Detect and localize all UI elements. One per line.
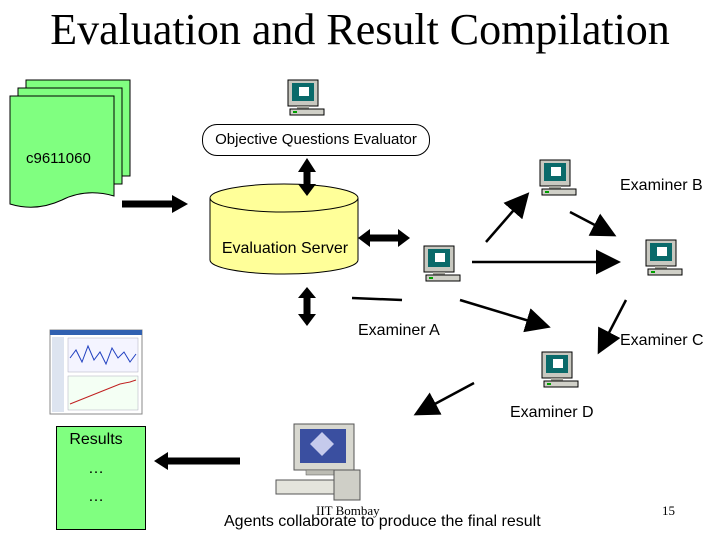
thin-arrows (351, 192, 628, 416)
examiner-a-label: Examiner A (358, 322, 440, 339)
results-box (56, 426, 146, 530)
caption-text: Agents collaborate to produce the final … (224, 513, 541, 530)
evaluation-server-cylinder (209, 183, 359, 275)
examiner-d-label: Examiner D (510, 404, 594, 421)
computer-icon (539, 159, 577, 196)
footer-text: IIT Bombay (316, 503, 380, 518)
results-label: Results (69, 431, 123, 448)
computer-icon (541, 351, 579, 388)
results-line-1: … (88, 460, 104, 477)
computer-icon (645, 239, 683, 276)
computer-icon (423, 245, 461, 282)
computer-icon (287, 79, 325, 116)
document-stack-icon (9, 79, 131, 208)
objective-evaluator-label: Objective Questions Evaluator (202, 124, 430, 156)
evaluation-server-label: Evaluation Server (221, 240, 349, 257)
page-number: 15 (662, 503, 675, 518)
examiner-b-label: Examiner B (620, 177, 703, 194)
chart-screenshot-icon (49, 329, 143, 415)
slide-title: Evaluation and Result Compilation (50, 5, 670, 54)
workstation-icon (275, 423, 361, 501)
thick-arrows (122, 158, 410, 470)
document-id-label: c9611060 (26, 150, 91, 167)
examiner-c-label: Examiner C (620, 332, 704, 349)
results-line-2: … (88, 488, 104, 505)
